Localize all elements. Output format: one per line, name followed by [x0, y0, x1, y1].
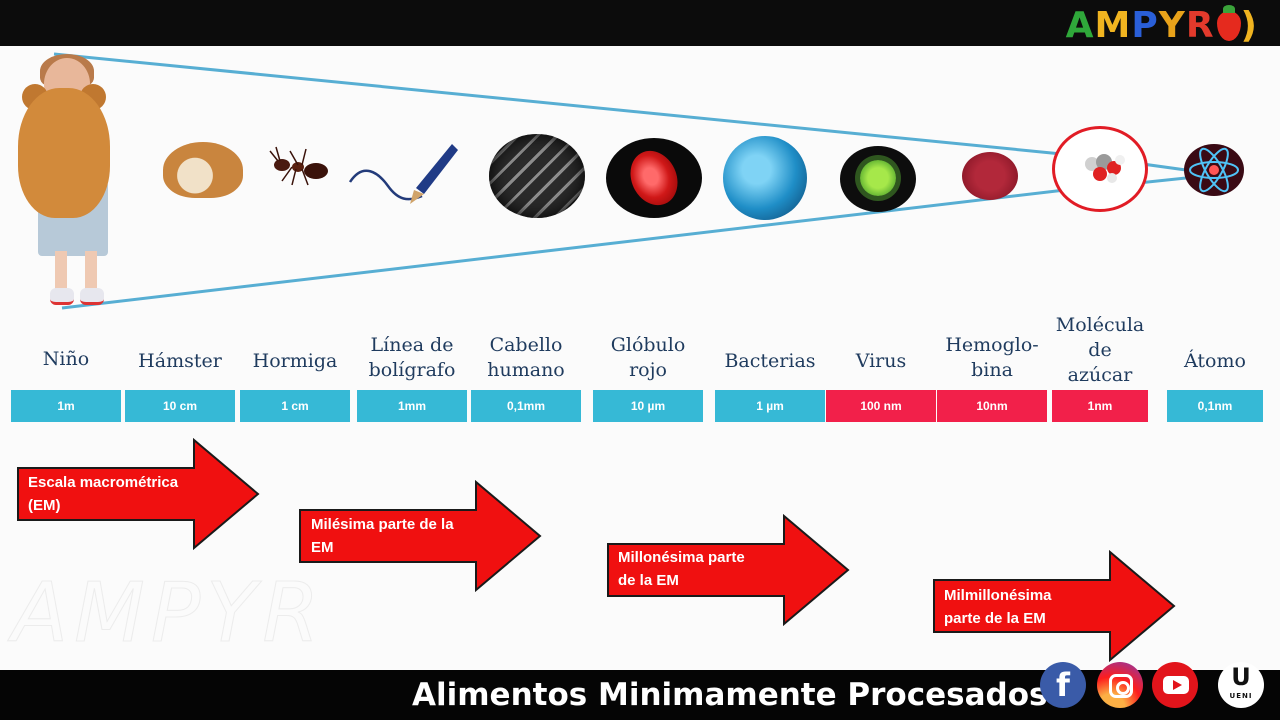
instagram-frame-shape: [1109, 674, 1133, 698]
logo-letter: P: [1131, 5, 1159, 46]
human-hair-image: [489, 134, 585, 218]
arrow-micro: [607, 514, 850, 626]
pen-line-image: [348, 144, 458, 204]
item-name-line: rojo: [629, 359, 667, 381]
logo-letter: M: [1094, 5, 1132, 46]
scale-diagram: Niño 1m Hámster 10 cm Hormiga 1 cm Línea…: [0, 46, 1280, 670]
bottom-bar: Alimentos Minimamente Procesados f U UEN…: [0, 662, 1280, 720]
sugar-molecule-image: [1085, 154, 1125, 183]
ueni-letter: U: [1231, 663, 1251, 691]
atom-image: [1184, 144, 1244, 196]
logo-letter: R: [1185, 5, 1215, 46]
item-name-line: Glóbulo: [610, 334, 686, 356]
scale-badge: 1m: [11, 390, 121, 422]
shoe-shape: [50, 288, 74, 305]
arrow-micro-label: Millonésima parte de la EM: [618, 546, 745, 592]
item-name-line: Virus: [855, 350, 907, 372]
logo-letter: ): [1240, 5, 1258, 46]
leg-shape: [55, 251, 67, 299]
arrow-mili: [299, 480, 542, 592]
play-icon: [1173, 680, 1182, 690]
item-name-line: Niño: [42, 348, 90, 370]
scale-badge: 1nm: [1052, 390, 1148, 422]
item-name-line: Bacterias: [724, 350, 816, 372]
youtube-icon[interactable]: [1152, 662, 1198, 708]
item-name-line: Molécula: [1055, 314, 1145, 336]
instagram-lens-shape: [1116, 681, 1130, 695]
scale-badge: 10 cm: [125, 390, 235, 422]
item-name: Hormiga: [230, 349, 360, 374]
item-name-line: Hemoglo-: [945, 334, 1039, 356]
arrow-line: Millonésima parte: [618, 549, 745, 566]
facebook-icon[interactable]: f: [1040, 662, 1086, 708]
strawberry-icon: [1216, 5, 1241, 41]
item-name: Hemoglo-bina: [927, 333, 1057, 383]
virus-image: [840, 146, 916, 212]
top-bar: AMPYR): [0, 0, 1280, 46]
scale-badge: 1 cm: [240, 390, 350, 422]
red-cell-shape: [621, 143, 687, 213]
item-name: Átomo: [1157, 349, 1273, 374]
virus-shape: [860, 160, 896, 196]
logo-letter: Y: [1158, 5, 1186, 46]
video-title: Alimentos Minimamente Procesados: [412, 677, 1048, 713]
item-name-line: bina: [971, 359, 1013, 381]
scale-badge: 1mm: [357, 390, 467, 422]
item-name: Niño: [1, 347, 131, 372]
arrow-line: Escala macrométrica: [28, 474, 179, 491]
item-name: Bacterias: [705, 349, 835, 374]
item-name: Virus: [816, 349, 946, 374]
ueni-logo[interactable]: U UENI: [1218, 662, 1264, 708]
scale-badge: 100 nm: [826, 390, 936, 422]
scale-badge: 0,1nm: [1167, 390, 1263, 422]
scale-badge: 10nm: [937, 390, 1047, 422]
ampyro-logo: AMPYR): [1065, 5, 1258, 46]
arrow-line: de la EM: [618, 572, 679, 589]
item-name-line: humano: [487, 359, 565, 381]
red-blood-cell-image: [606, 138, 702, 218]
ampyr-watermark: AMPYR: [11, 566, 326, 662]
cone-bottom-line: [61, 186, 1083, 310]
item-name-line: Cabello: [489, 334, 563, 356]
scale-badge: 10 µm: [593, 390, 703, 422]
bacteria-image: [723, 136, 807, 220]
arrow-line: Milésima parte de la: [311, 516, 454, 533]
hamster-image: [163, 142, 243, 198]
logo-letter: A: [1065, 5, 1095, 46]
ant-image: [269, 146, 328, 186]
arrow-line: EM: [311, 539, 334, 556]
hemoglobin-image: [962, 152, 1018, 200]
arrow-line: Milmillonésima: [944, 587, 1052, 604]
instagram-icon[interactable]: [1097, 662, 1143, 708]
item-name-line: Hámster: [138, 350, 222, 372]
item-name-line: azúcar: [1067, 364, 1133, 386]
arrow-macro: [17, 438, 260, 550]
teddy-bear-shape: [18, 88, 110, 218]
ueni-text: UENI: [1229, 692, 1253, 700]
item-name: Línea de bolígrafo: [347, 333, 477, 383]
arrow-mili-label: Milésima parte de la EM: [311, 513, 454, 559]
arrow-nano-label: Milmillonésima parte de la EM: [944, 584, 1052, 630]
item-name: Molécula de azúcar: [1042, 313, 1158, 388]
leg-shape: [85, 251, 97, 299]
arrow-line: parte de la EM: [944, 610, 1046, 627]
cone-top-line: [53, 52, 1083, 158]
arrow-nano: [933, 550, 1176, 662]
item-name-line: bolígrafo: [368, 359, 456, 381]
shoe-shape: [80, 288, 104, 305]
item-name-line: Línea de: [370, 334, 454, 356]
scale-badge: 0,1mm: [471, 390, 581, 422]
arrow-line: (EM): [28, 497, 61, 514]
item-name: Glóbulo rojo: [583, 333, 713, 383]
item-name-line: de: [1088, 339, 1112, 361]
item-name-line: Hormiga: [252, 350, 338, 372]
arrow-macro-label: Escala macrométrica (EM): [28, 471, 178, 517]
item-name: Hámster: [115, 349, 245, 374]
item-name: Cabello humano: [461, 333, 591, 383]
item-name-line: Átomo: [1184, 350, 1246, 372]
scale-badge: 1 µm: [715, 390, 825, 422]
